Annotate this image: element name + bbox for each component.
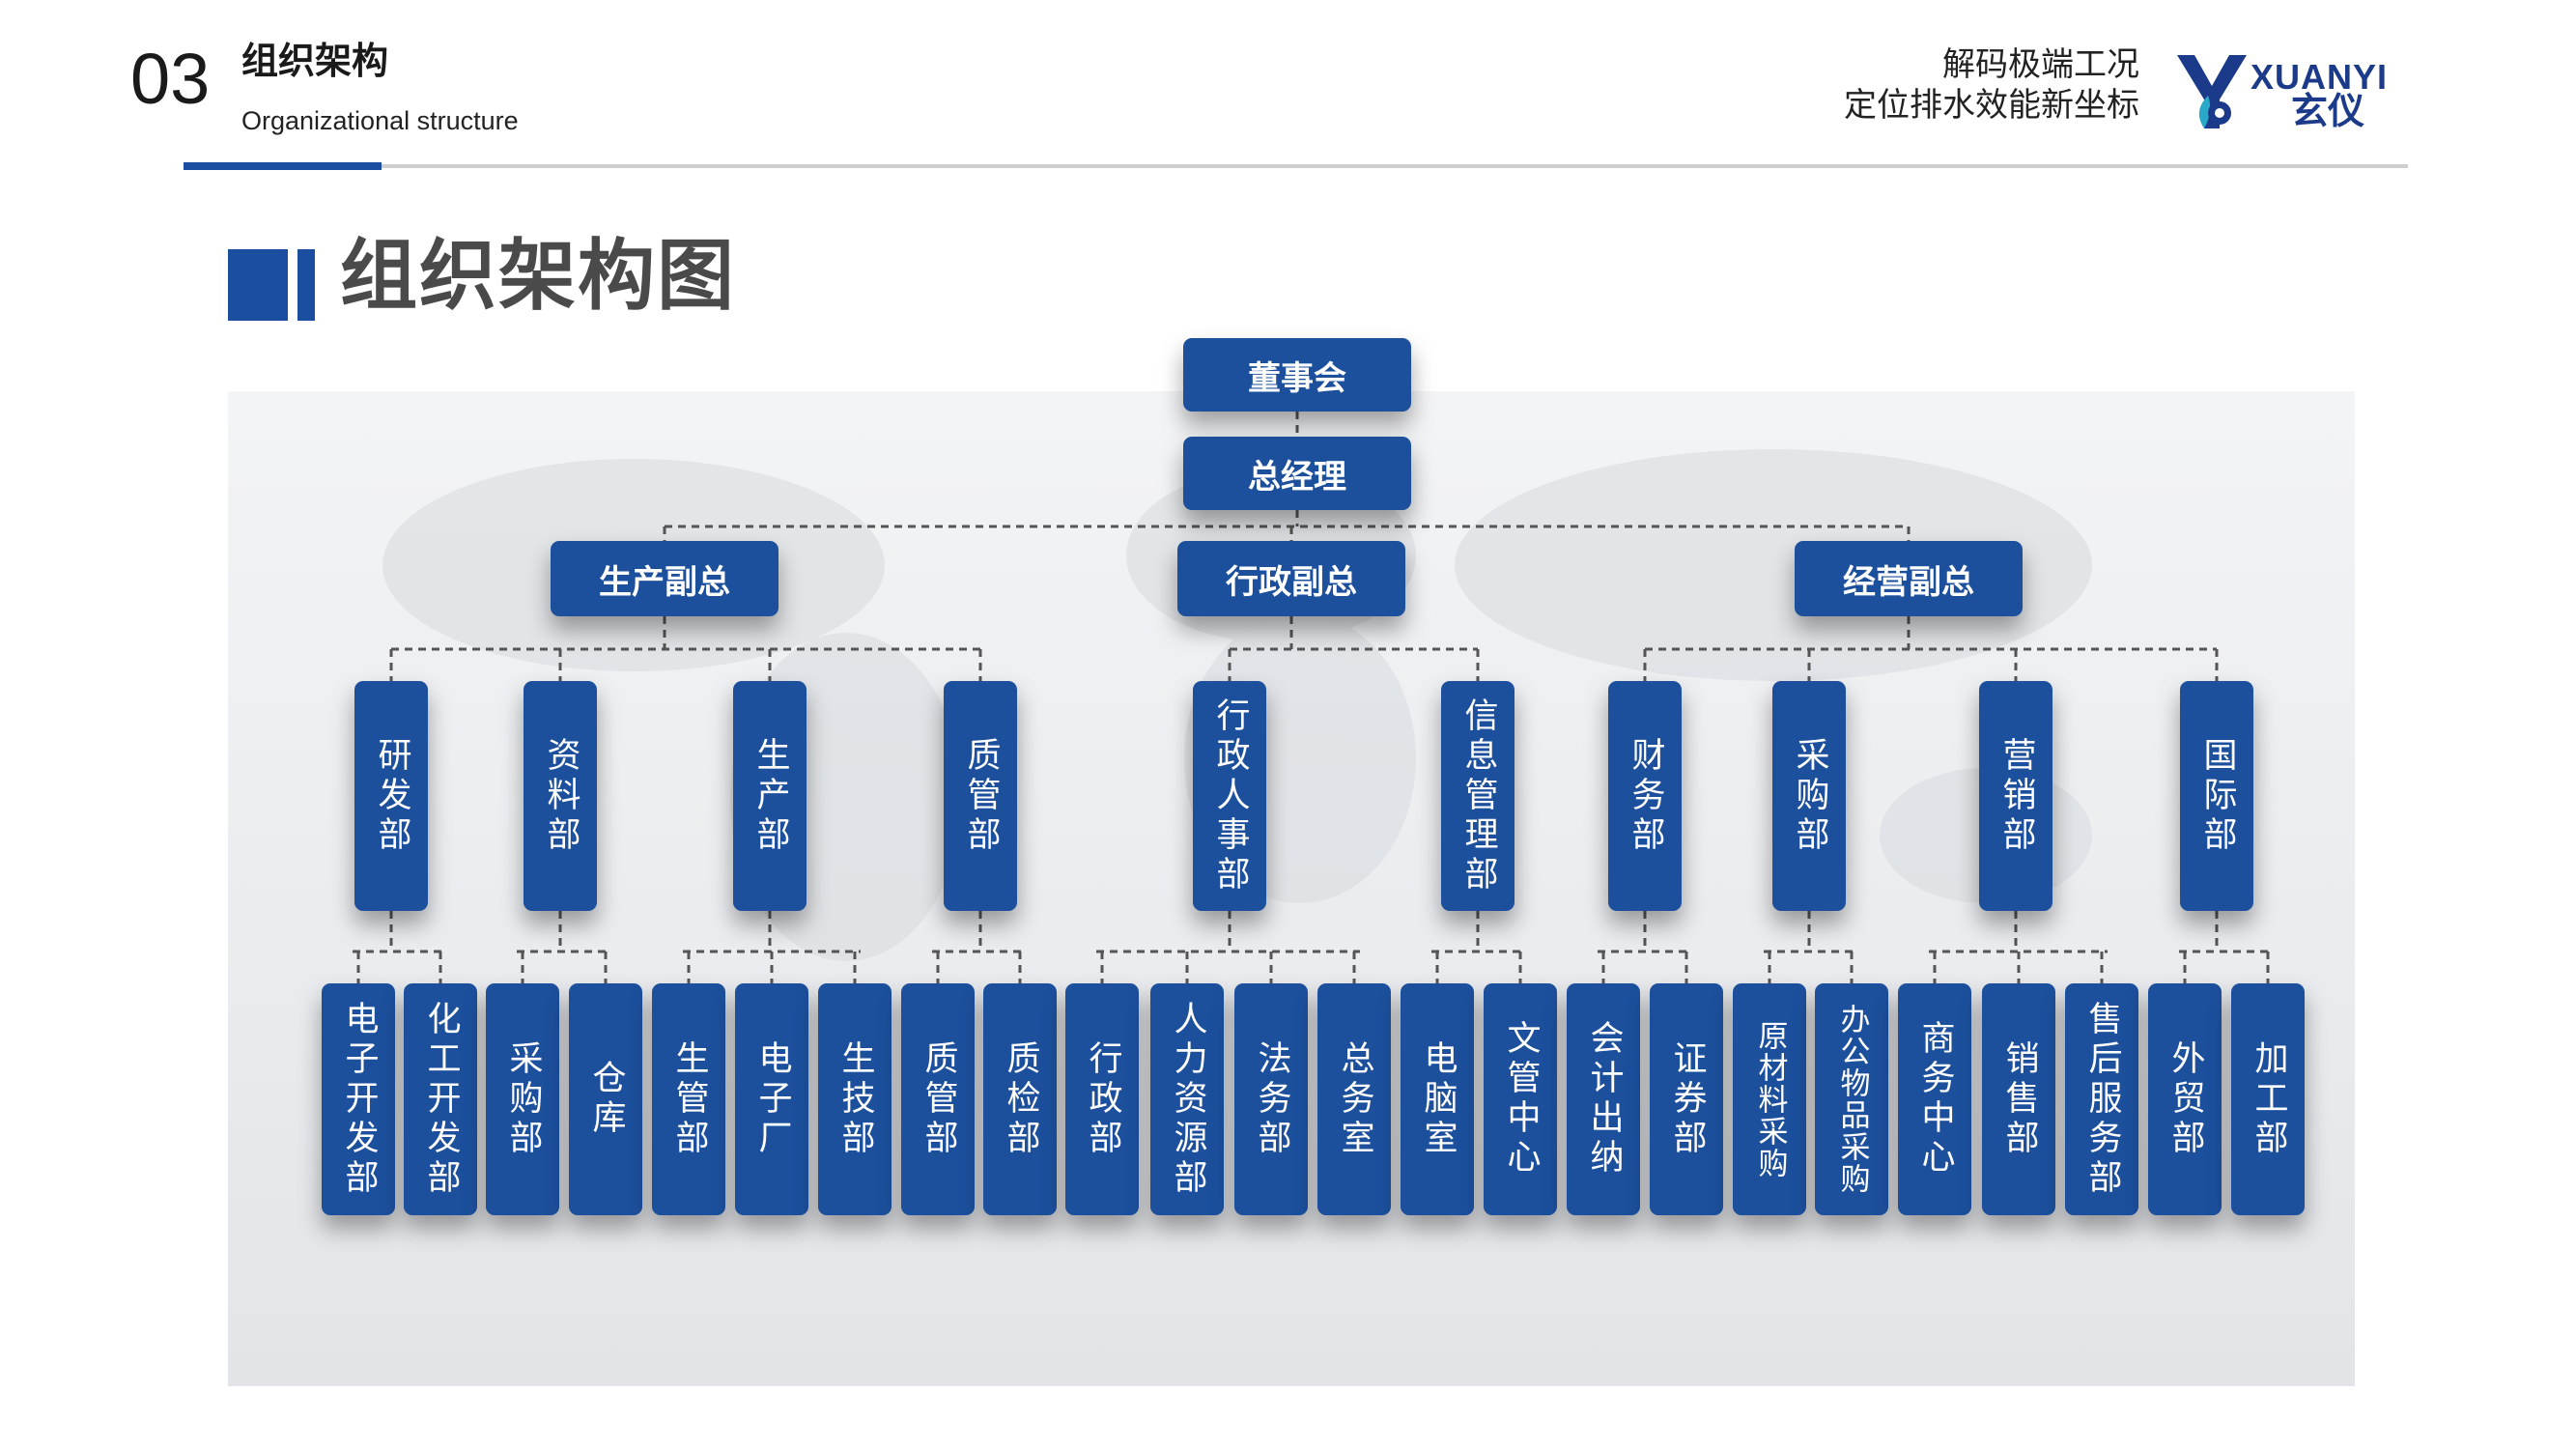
org-node-department: 信息管理部 [1441, 681, 1514, 911]
header-divider [184, 164, 2408, 168]
section-title: 组织架构 [241, 40, 389, 82]
org-node-sub: 售后服务部 [2065, 983, 2138, 1215]
title-marker-block [228, 249, 288, 321]
org-node-sub: 采购部 [486, 983, 559, 1215]
org-node-department: 营销部 [1979, 681, 2052, 911]
org-node-sub: 行政部 [1065, 983, 1139, 1215]
org-node-sub: 化工开发部 [404, 983, 477, 1215]
org-node-sub: 电脑室 [1401, 983, 1474, 1215]
org-node-sub: 质检部 [983, 983, 1057, 1215]
org-node-sub: 质管部 [901, 983, 975, 1215]
org-node-gm: 总经理 [1183, 437, 1411, 510]
org-node-sub: 电子厂 [735, 983, 808, 1215]
org-node-board: 董事会 [1183, 338, 1411, 412]
org-node-sub: 销售部 [1982, 983, 2055, 1215]
org-node-department: 财务部 [1608, 681, 1682, 911]
org-node-sub: 办公物品采购 [1815, 983, 1888, 1215]
org-node-vp-administration: 行政副总 [1177, 541, 1405, 616]
org-node-sub: 电子开发部 [322, 983, 395, 1215]
org-node-sub: 外贸部 [2148, 983, 2222, 1215]
org-node-department: 研发部 [354, 681, 428, 911]
org-node-sub: 人力资源部 [1150, 983, 1224, 1215]
org-node-sub: 生管部 [652, 983, 725, 1215]
org-node-vp-production: 生产副总 [551, 541, 778, 616]
org-node-sub: 加工部 [2231, 983, 2305, 1215]
logo-text-en: XUANYI [2250, 57, 2389, 97]
org-node-sub: 文管中心 [1484, 983, 1557, 1215]
xuanyi-logo-icon [2175, 53, 2249, 134]
org-node-department: 行政人事部 [1193, 681, 1266, 911]
org-node-sub: 总务室 [1317, 983, 1391, 1215]
chart-title: 组织架构图 [340, 231, 736, 321]
org-node-department: 采购部 [1772, 681, 1846, 911]
header-divider-accent [184, 162, 382, 170]
org-node-sub: 商务中心 [1898, 983, 1971, 1215]
logo-text-zh: 玄仪 [2291, 90, 2365, 132]
org-node-sub: 生技部 [818, 983, 892, 1215]
org-node-vp-operations: 经营副总 [1795, 541, 2023, 616]
org-node-sub: 原材料采购 [1733, 983, 1806, 1215]
title-marker-bar [297, 249, 315, 321]
org-node-sub: 法务部 [1234, 983, 1308, 1215]
org-node-department: 质管部 [944, 681, 1017, 911]
org-node-department: 生产部 [733, 681, 807, 911]
org-node-sub: 证券部 [1650, 983, 1723, 1215]
org-node-department: 国际部 [2180, 681, 2253, 911]
slogan-line-1: 解码极端工况 [1942, 45, 2139, 84]
section-number: 03 [130, 39, 211, 119]
org-node-sub: 会计出纳 [1567, 983, 1640, 1215]
slogan-line-2: 定位排水效能新坐标 [1844, 86, 2139, 125]
org-node-department: 资料部 [524, 681, 597, 911]
section-subtitle: Organizational structure [241, 106, 519, 135]
org-node-sub: 仓库 [569, 983, 642, 1215]
